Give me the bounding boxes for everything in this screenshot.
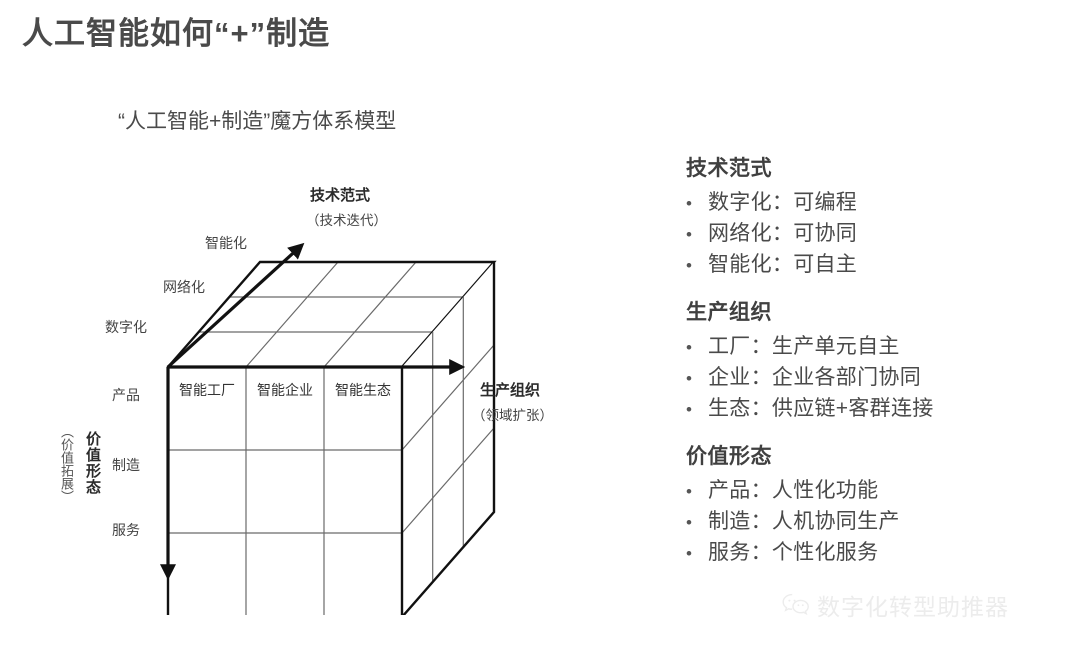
bullet-icon: • bbox=[686, 338, 692, 357]
bullet-icon: • bbox=[686, 400, 692, 419]
value-axis-tick-service: 服务 bbox=[112, 523, 140, 539]
value-axis-tick-manufacture: 制造 bbox=[112, 458, 140, 474]
tech-axis-tick-networked: 网络化 bbox=[163, 280, 205, 296]
cube-front-face-fill bbox=[168, 367, 402, 615]
list-item: • 制造：人机协同生产 bbox=[686, 505, 1066, 535]
list-item-label: 制造：人机协同生产 bbox=[708, 510, 900, 533]
panel-group-tech: 技术范式 • 数字化：可编程 • 网络化：可协同 • 智能化：可自主 bbox=[686, 152, 1066, 278]
tech-axis-tick-intelligent: 智能化 bbox=[205, 236, 247, 252]
bullet-icon: • bbox=[686, 194, 692, 213]
cube-right-grid-line bbox=[401, 427, 495, 534]
cube-right-grid-line bbox=[401, 344, 495, 451]
list-item-label: 数字化：可编程 bbox=[708, 191, 858, 214]
panel-heading-tech: 技术范式 bbox=[686, 157, 772, 180]
list-item-label: 服务：个性化服务 bbox=[708, 541, 879, 564]
list-item: • 产品：人性化功能 bbox=[686, 474, 1066, 504]
list-item-label: 网络化：可协同 bbox=[708, 222, 858, 245]
watermark-text: 数字化转型助推器 bbox=[817, 594, 1009, 620]
list-item: • 数字化：可编程 bbox=[686, 186, 1066, 216]
list-item-label: 产品：人性化功能 bbox=[708, 479, 879, 502]
tech-axis-subtitle: （技术迭代） bbox=[306, 213, 387, 228]
list-item-label: 工厂：生产单元自主 bbox=[708, 335, 900, 358]
bullet-icon: • bbox=[686, 225, 692, 244]
cube-illustration: 智能工厂 智能企业 智能生态 技术范式 （技术迭代） 智能化 网络化 数字化 生… bbox=[105, 186, 553, 615]
watermark: 数字化转型助推器 bbox=[782, 588, 1009, 622]
detail-panel: 技术范式 • 数字化：可编程 • 网络化：可协同 • 智能化：可自主 生产组织 … bbox=[686, 152, 1066, 584]
org-axis-title: 生产组织 bbox=[480, 381, 540, 399]
list-item: • 生态：供应链+客群连接 bbox=[686, 392, 1066, 422]
bullet-icon: • bbox=[686, 256, 692, 275]
panel-group-value: 价值形态 • 产品：人性化功能 • 制造：人机协同生产 • 服务：个性化服务 bbox=[686, 440, 1066, 566]
org-axis-subtitle: （领域扩张） bbox=[472, 408, 553, 423]
value-axis-tick-product: 产品 bbox=[112, 388, 140, 404]
cube-cell-label-ecosystem: 智能生态 bbox=[335, 383, 391, 399]
cube-diagram: “人工智能+制造”魔方体系模型 bbox=[0, 95, 620, 615]
panel-group-organisation: 生产组织 • 工厂：生产单元自主 • 企业：企业各部门协同 • 生态：供应链+客… bbox=[686, 296, 1066, 422]
tech-axis-arrow bbox=[166, 242, 305, 369]
list-item-label: 企业：企业各部门协同 bbox=[708, 366, 921, 389]
value-axis-title-vertical: 价值形态 bbox=[84, 431, 100, 495]
tech-axis-title: 技术范式 bbox=[310, 186, 370, 204]
cube-top-grid-diagonal bbox=[323, 261, 417, 368]
value-axis-label-group: （价值拓展） 价值形态 bbox=[59, 425, 126, 545]
cube-top-face-fill bbox=[168, 262, 494, 367]
page-title: 人工智能如何“+”制造 bbox=[22, 16, 331, 51]
list-item-label: 生态：供应链+客群连接 bbox=[708, 397, 934, 420]
panel-heading-organisation: 生产组织 bbox=[686, 301, 772, 324]
cube-top-face bbox=[167, 260, 497, 368]
cube-front-face bbox=[166, 365, 404, 615]
list-item: • 智能化：可自主 bbox=[686, 248, 1066, 278]
list-item: • 企业：企业各部门协同 bbox=[686, 361, 1066, 391]
list-item: • 工厂：生产单元自主 bbox=[686, 330, 1066, 360]
value-axis-subtitle-vertical: （价值拓展） bbox=[59, 425, 74, 503]
list-item: • 服务：个性化服务 bbox=[686, 536, 1066, 566]
list-item-label: 智能化：可自主 bbox=[708, 253, 858, 276]
cube-cell-label-enterprise: 智能企业 bbox=[257, 382, 313, 399]
panel-heading-value: 价值形态 bbox=[686, 445, 772, 468]
bullet-icon: • bbox=[686, 513, 692, 532]
bullet-icon: • bbox=[686, 544, 692, 563]
bullet-icon: • bbox=[686, 482, 692, 501]
tech-axis-tick-digital: 数字化 bbox=[105, 320, 147, 336]
cube-top-grid-diagonal bbox=[245, 261, 339, 368]
cube-right-face bbox=[401, 262, 496, 615]
bullet-icon: • bbox=[686, 369, 692, 388]
cube-cell-label-factory: 智能工厂 bbox=[179, 383, 235, 399]
cube-right-face-outline bbox=[402, 262, 496, 615]
cube-right-face-fill bbox=[402, 262, 494, 615]
list-item: • 网络化：可协同 bbox=[686, 217, 1066, 247]
diagram-caption: “人工智能+制造”魔方体系模型 bbox=[118, 110, 397, 133]
wechat-icon bbox=[782, 593, 809, 616]
